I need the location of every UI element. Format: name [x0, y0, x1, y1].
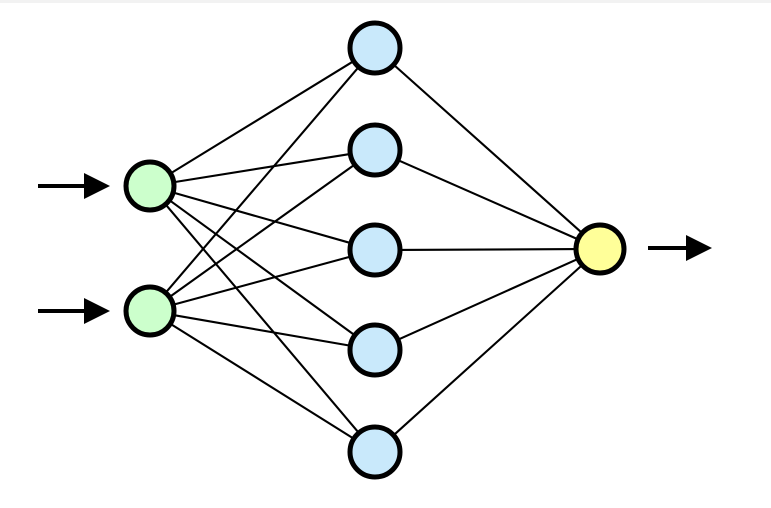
- input-arrow-2: [38, 298, 110, 324]
- edge-i2-h3: [171, 255, 353, 307]
- edges-group: [163, 59, 584, 441]
- input-arrow-1-head: [84, 173, 110, 199]
- input-arrow-2-head: [84, 298, 110, 324]
- output-arrow-1-head: [686, 235, 712, 261]
- node-hidden-3[interactable]: [347, 222, 403, 278]
- input-arrow-1: [38, 173, 110, 199]
- node-output-1[interactable]: [573, 222, 627, 276]
- edge-i1-h5: [163, 202, 361, 435]
- edge-h2-o1: [395, 158, 580, 241]
- edge-i1-h2: [171, 152, 353, 184]
- node-input-2[interactable]: [123, 284, 177, 338]
- node-hidden-5[interactable]: [347, 424, 403, 480]
- io-arrows-group: [38, 173, 712, 324]
- edge-i2-h1: [163, 65, 361, 295]
- edge-i2-h5: [168, 322, 356, 441]
- edge-h3-o1: [397, 248, 579, 251]
- edge-i1-h4: [167, 198, 357, 337]
- top-edge-band: [0, 0, 771, 3]
- node-hidden-1[interactable]: [347, 20, 403, 76]
- edge-i2-h4: [171, 313, 353, 347]
- edge-h4-o1: [395, 257, 581, 342]
- edge-i2-h2: [167, 162, 357, 299]
- nodes-group: [123, 20, 627, 480]
- edge-h1-o1: [391, 62, 584, 235]
- edge-i1-h3: [171, 191, 353, 245]
- edge-i1-h1: [168, 59, 356, 176]
- output-arrow-1: [648, 235, 712, 261]
- node-input-1[interactable]: [123, 159, 177, 213]
- node-hidden-2[interactable]: [347, 122, 403, 178]
- edge-h5-o1: [391, 263, 584, 437]
- node-hidden-4[interactable]: [347, 322, 403, 378]
